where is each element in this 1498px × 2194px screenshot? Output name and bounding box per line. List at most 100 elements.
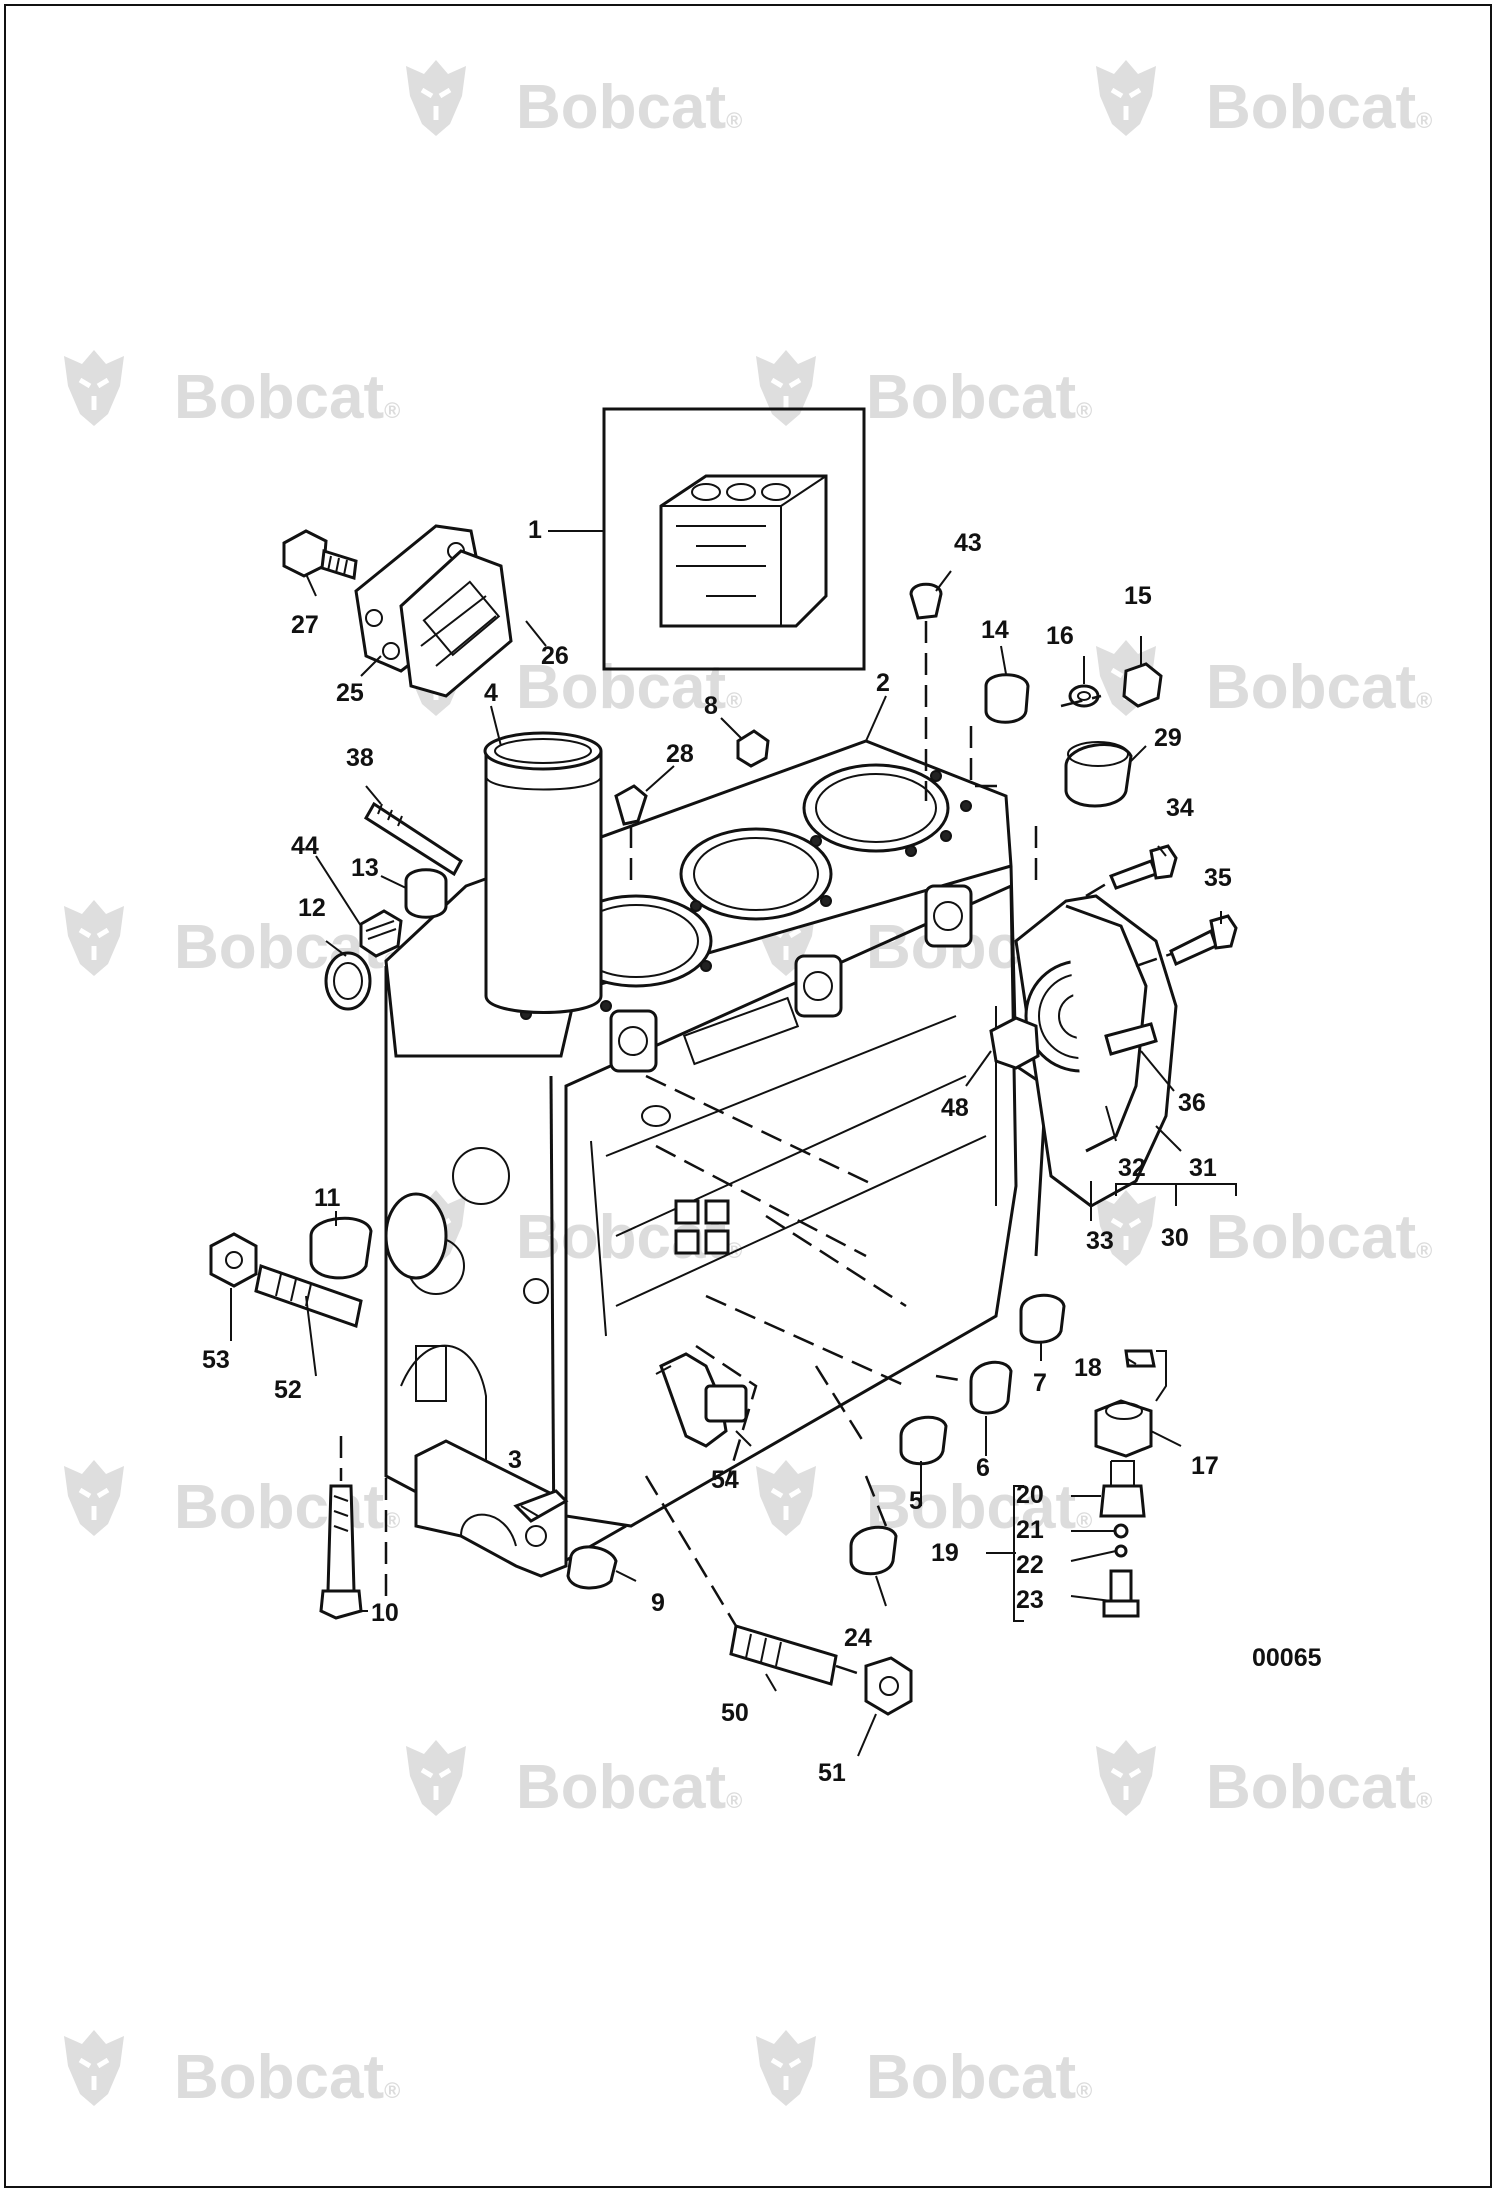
bobcat-head-icon — [756, 1460, 816, 1536]
callout-7: 7 — [1033, 1369, 1047, 1397]
bolt-35 — [1169, 928, 1218, 967]
plug-28 — [614, 784, 648, 826]
callout-25: 25 — [336, 679, 364, 707]
watermark: Bobcat® — [406, 60, 742, 142]
bushing-7 — [1019, 1293, 1066, 1344]
callout-26: 26 — [541, 642, 569, 670]
watermark: Bobcat® — [1096, 1740, 1432, 1822]
diagram-frame: Bobcat® Bobcat® Bobcat® Bobcat® Bobcat® … — [4, 4, 1492, 2188]
callout-53: 53 — [202, 1346, 230, 1374]
spring-22 — [1114, 1544, 1128, 1558]
watermark: Bobcat® — [64, 2030, 400, 2112]
plug-13 — [404, 868, 448, 919]
callout-3: 3 — [508, 1446, 522, 1474]
callout-18: 18 — [1074, 1354, 1102, 1382]
bobcat-head-icon — [64, 350, 124, 426]
cover-plate-and-gasket — [354, 524, 513, 698]
callout-44: 44 — [291, 832, 319, 860]
bolt-10 — [326, 1484, 356, 1593]
callout-16: 16 — [1046, 622, 1074, 650]
callout-36: 36 — [1178, 1089, 1206, 1117]
bushing-9 — [566, 1545, 618, 1590]
callouts: 1 2 3 4 5 6 7 8 9 10 11 12 13 14 15 16 1… — [202, 516, 1322, 1787]
oil-pressure-switch — [655, 1352, 748, 1448]
callout-38: 38 — [346, 744, 374, 772]
bobcat-head-icon — [64, 900, 124, 976]
stud-50 — [729, 1624, 838, 1686]
callout-21: 21 — [1016, 1516, 1044, 1544]
callout-19: 19 — [931, 1539, 959, 1567]
callout-9: 9 — [651, 1589, 665, 1617]
callout-13: 13 — [351, 854, 379, 882]
watermark: Bobcat® — [64, 350, 400, 432]
svg-text:Bobcat®: Bobcat® — [866, 1473, 1092, 1542]
callout-48: 48 — [941, 1094, 969, 1122]
main-bearing-cap — [414, 1439, 569, 1578]
watermark: Bobcat® — [756, 1460, 1092, 1542]
nut-51 — [864, 1656, 913, 1716]
callout-24: 24 — [844, 1624, 872, 1652]
callout-5: 5 — [909, 1487, 923, 1515]
svg-text:Bobcat®: Bobcat® — [516, 73, 742, 142]
callout-6: 6 — [976, 1454, 990, 1482]
callout-8: 8 — [704, 692, 718, 720]
svg-text:Bobcat®: Bobcat® — [1206, 1203, 1432, 1272]
callout-1: 1 — [528, 516, 542, 544]
svg-text:Bobcat®: Bobcat® — [516, 653, 742, 722]
callout-17: 17 — [1191, 1452, 1219, 1480]
svg-text:Bobcat®: Bobcat® — [174, 2043, 400, 2112]
nut-53 — [209, 1232, 258, 1288]
bushing-5 — [899, 1415, 948, 1466]
ball-21 — [1113, 1523, 1129, 1539]
callout-31: 31 — [1189, 1154, 1217, 1182]
bolt-34 — [1109, 859, 1158, 890]
stud-38 — [363, 801, 463, 877]
bobcat-head-icon — [1096, 60, 1156, 136]
bobcat-head-icon — [756, 2030, 816, 2106]
cylinder-liner — [483, 731, 603, 1014]
callout-27: 27 — [291, 611, 319, 639]
bracket-30 — [1115, 1183, 1237, 1206]
svg-text:Bobcat®: Bobcat® — [516, 1753, 742, 1822]
plug-29 — [1064, 743, 1133, 808]
callout-2: 2 — [876, 669, 890, 697]
callout-34: 34 — [1166, 794, 1194, 822]
bobcat-head-icon — [64, 2030, 124, 2106]
bushing-24 — [849, 1525, 898, 1576]
leader-lines — [230, 530, 1222, 1757]
watermark: Bobcat® — [1096, 60, 1432, 142]
callout-14: 14 — [981, 616, 1009, 644]
svg-text:Bobcat®: Bobcat® — [1206, 73, 1432, 142]
callout-51: 51 — [818, 1759, 846, 1787]
svg-text:Bobcat®: Bobcat® — [866, 363, 1092, 432]
inset-complete-block — [602, 407, 866, 671]
callout-29: 29 — [1154, 724, 1182, 752]
svg-text:Bobcat®: Bobcat® — [866, 2043, 1092, 2112]
valve-20 — [1099, 1484, 1146, 1518]
callout-33: 33 — [1086, 1227, 1114, 1255]
line-art — [209, 407, 1238, 1757]
plug-48 — [989, 1016, 1040, 1070]
watermark: Bobcat® — [756, 2030, 1092, 2112]
pin-18 — [1124, 1349, 1156, 1368]
bolt-34-head — [1149, 844, 1178, 880]
bushing-11 — [309, 1216, 373, 1280]
callout-30: 30 — [1161, 1224, 1189, 1252]
rear-oil-seal-case — [1014, 894, 1178, 1208]
svg-text:Bobcat®: Bobcat® — [174, 363, 400, 432]
plug-15 — [1122, 662, 1163, 708]
bracket-17 — [1155, 1350, 1167, 1402]
plug-12 — [324, 951, 372, 1011]
jet-17 — [1094, 1399, 1153, 1458]
reference-code: 00065 — [1252, 1644, 1322, 1672]
bobcat-head-icon — [1096, 1740, 1156, 1816]
callout-11: 11 — [314, 1184, 341, 1212]
plug-14 — [984, 673, 1030, 724]
bobcat-head-icon — [756, 350, 816, 426]
callout-28: 28 — [666, 740, 694, 768]
plug-8 — [736, 729, 770, 768]
callout-4: 4 — [484, 679, 498, 707]
callout-22: 22 — [1016, 1551, 1044, 1579]
watermark: Bobcat® — [406, 640, 742, 722]
svg-text:Bobcat®: Bobcat® — [1206, 1753, 1432, 1822]
